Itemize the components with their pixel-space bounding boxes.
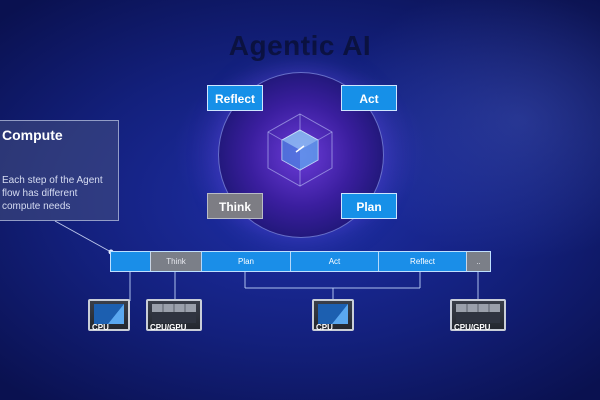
- hardware-cpu-2: CPU: [312, 299, 354, 332]
- reflect-box: Reflect: [207, 85, 263, 111]
- agent-cube-icon: [267, 113, 333, 187]
- compute-callout: [0, 120, 119, 221]
- callout-body: Each step of the Agent flow has differen…: [2, 175, 103, 212]
- compute-timeline: Think Plan Act Reflect ..: [110, 251, 491, 272]
- cpu-chip-icon: [88, 299, 130, 331]
- plan-box: Plan: [341, 193, 397, 219]
- hardware-cpu-gpu-1: CPU/GPU: [146, 299, 202, 332]
- chip-label: CPU/GPU: [150, 323, 187, 332]
- hardware-cpu-1: CPU: [88, 299, 130, 332]
- act-box: Act: [341, 85, 397, 111]
- timeline-think: Think: [150, 252, 201, 271]
- chip-label: CPU/GPU: [454, 323, 491, 332]
- timeline-act: Act: [290, 252, 378, 271]
- chip-label: CPU: [316, 323, 333, 332]
- hardware-cpu-gpu-2: CPU/GPU: [450, 299, 506, 332]
- cpu-gpu-chip-icon: [146, 299, 202, 331]
- timeline-reflect: Reflect: [378, 252, 466, 271]
- think-box: Think: [207, 193, 263, 219]
- cpu-gpu-chip-icon: [450, 299, 506, 331]
- timeline-more: ..: [466, 252, 490, 271]
- page-title: Agentic AI: [228, 30, 372, 61]
- callout-title: Compute: [2, 127, 63, 143]
- chip-label: CPU: [92, 323, 109, 332]
- timeline-start: [111, 252, 150, 271]
- cpu-chip-icon: [312, 299, 354, 331]
- timeline-plan: Plan: [201, 252, 290, 271]
